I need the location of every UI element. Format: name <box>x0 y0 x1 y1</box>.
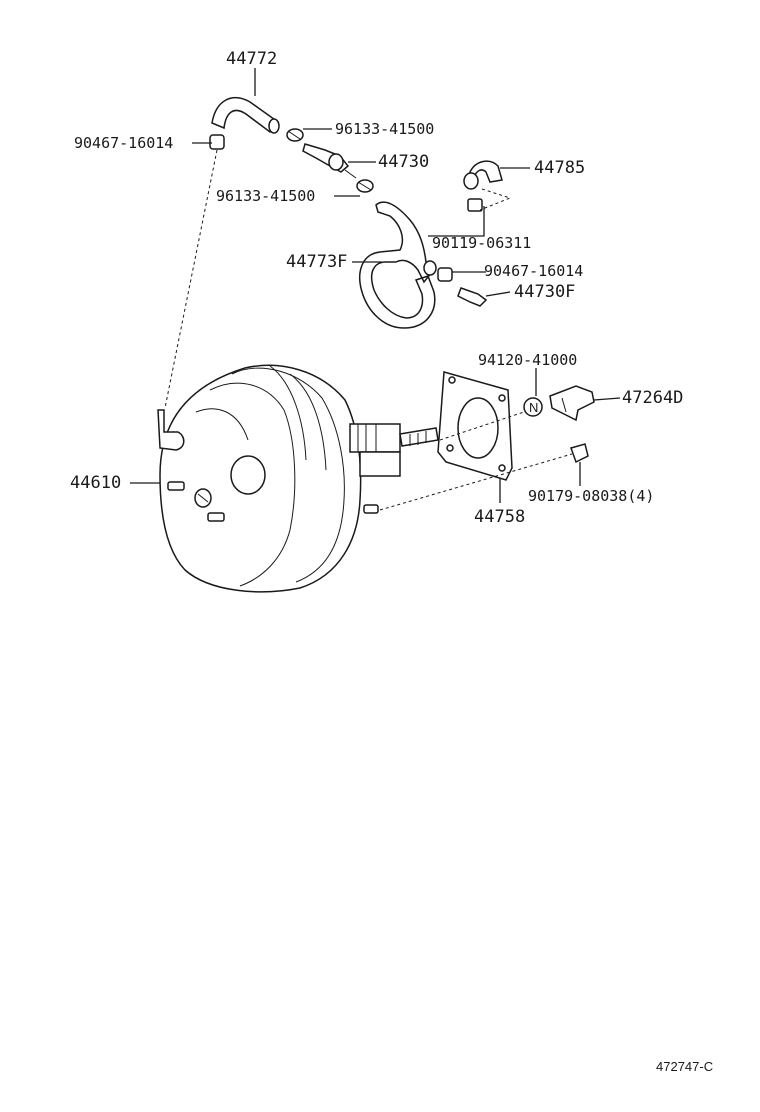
clip-96133-41500-a <box>286 128 304 142</box>
label-44758: 44758 <box>474 507 525 527</box>
leader-lines <box>130 68 621 503</box>
nut-94120-41000: N <box>523 397 543 417</box>
figure-code: 472747-C <box>656 1059 713 1074</box>
clevis-47264D <box>549 385 595 422</box>
check-valve-44730 <box>302 143 357 179</box>
label-44785: 44785 <box>534 158 585 178</box>
brake-booster-44610 <box>157 364 439 593</box>
nut-mark: N <box>529 400 538 415</box>
label-90179-08038: 90179-08038(4) <box>528 487 654 505</box>
label-44730F: 44730F <box>514 282 575 302</box>
clip-96133-41500-b <box>356 179 374 193</box>
label-44730: 44730 <box>378 152 429 172</box>
label-44772: 44772 <box>226 49 277 69</box>
clamp-90467-16014-a <box>209 134 225 150</box>
label-44610: 44610 <box>70 473 121 493</box>
clamp-90467-16014-b <box>437 267 453 282</box>
hose-44772 <box>211 97 280 134</box>
label-44773F: 44773F <box>286 252 347 272</box>
clamp-90119-06311 <box>467 198 483 212</box>
hose-44773F <box>359 201 437 329</box>
label-90467-16014-a: 90467-16014 <box>74 134 173 152</box>
label-90119-06311: 90119-06311 <box>432 234 531 252</box>
label-96133-41500-a: 96133-41500 <box>335 120 434 138</box>
elbow-44785 <box>463 160 503 190</box>
label-94120-41000: 94120-41000 <box>478 351 577 369</box>
label-96133-41500-b: 96133-41500 <box>216 187 315 205</box>
bolt-90179-08038 <box>570 443 589 464</box>
dashed-assembly-lines <box>164 149 573 511</box>
gasket-44758 <box>437 371 513 481</box>
label-90467-16014-b: 90467-16014 <box>484 262 583 280</box>
label-47264D: 47264D <box>622 388 683 408</box>
valve-44730F <box>457 287 488 307</box>
